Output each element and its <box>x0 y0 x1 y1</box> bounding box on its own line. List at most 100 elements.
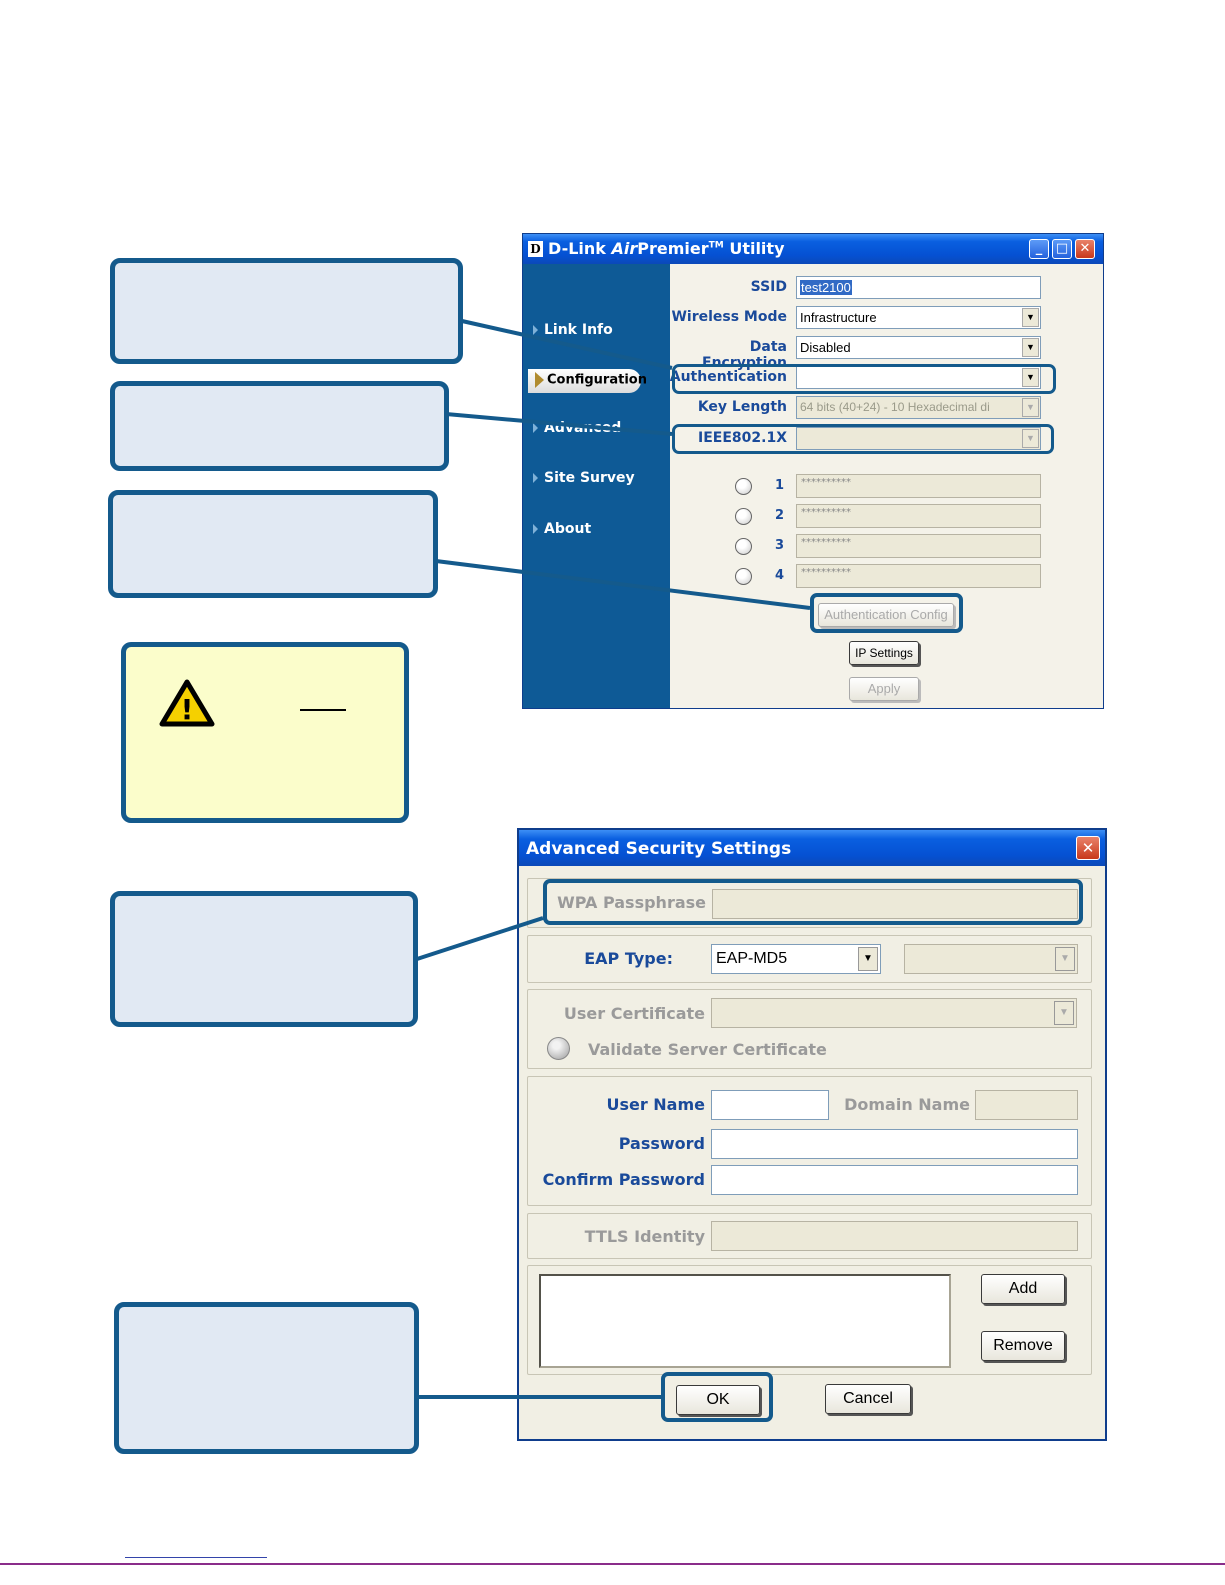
callout-ieee8021x <box>110 381 449 471</box>
key-number: 1 <box>775 478 785 493</box>
wireless-mode-label: Wireless Mode <box>671 309 787 325</box>
ttls-identity-input[interactable] <box>711 1221 1078 1251</box>
advsec-close-button[interactable]: ✕ <box>1076 836 1100 860</box>
nav-about[interactable]: About <box>533 521 591 537</box>
nav-arrow-icon <box>533 423 538 433</box>
key-field-3[interactable]: ********** <box>796 534 1041 558</box>
nav-arrow-icon <box>533 325 538 335</box>
certificate-listbox[interactable] <box>539 1274 951 1368</box>
advsec-title-bar[interactable]: Advanced Security Settings ✕ <box>519 830 1105 866</box>
callout-ok <box>114 1302 419 1454</box>
dropdown-arrow-icon: ▼ <box>1055 947 1075 971</box>
dropdown-arrow-icon: ▼ <box>1022 338 1039 357</box>
warning-box: ! <box>121 642 409 823</box>
remove-button[interactable]: Remove <box>981 1331 1065 1361</box>
key-number: 3 <box>775 538 785 553</box>
certificate-group: User Certificate ▼ Validate Server Certi… <box>527 989 1092 1069</box>
validate-server-certificate-label: Validate Server Certificate <box>588 1040 827 1059</box>
credentials-group: User Name Domain Name Password Confirm P… <box>527 1076 1092 1206</box>
ssid-label: SSID <box>750 279 787 295</box>
data-encryption-label: Data Encryption <box>702 339 787 371</box>
footer-underline <box>125 1557 267 1558</box>
cancel-button[interactable]: Cancel <box>825 1384 911 1414</box>
key-radio-4[interactable] <box>735 568 752 585</box>
highlight-authentication <box>672 364 1056 394</box>
dropdown-arrow-icon: ▼ <box>858 947 878 971</box>
ip-settings-button[interactable]: IP Settings <box>849 641 919 665</box>
key-radio-3[interactable] <box>735 538 752 555</box>
dropdown-arrow-icon: ▼ <box>1022 398 1039 417</box>
user-certificate-select[interactable]: ▼ <box>711 998 1077 1028</box>
dropdown-arrow-icon: ▼ <box>1022 368 1039 387</box>
nav-configuration[interactable]: Configuration <box>528 369 647 393</box>
ssid-input[interactable]: test2100 <box>796 276 1041 299</box>
ieee8021x-label: IEEE802.1X <box>698 430 787 446</box>
add-button[interactable]: Add <box>981 1274 1065 1304</box>
callout-wpa-passphrase <box>110 891 418 1027</box>
eap-type-select[interactable]: EAP-MD5▼ <box>711 944 881 974</box>
confirm-password-input[interactable] <box>711 1165 1078 1195</box>
key-field-2[interactable]: ********** <box>796 504 1041 528</box>
eap-type-label: EAP Type: <box>584 949 673 968</box>
dlink-logo: D <box>528 241 543 257</box>
wireless-mode-select[interactable]: Infrastructure▼ <box>796 306 1041 329</box>
confirm-password-label: Confirm Password <box>542 1170 705 1189</box>
callout-authentication <box>110 258 463 364</box>
maximize-button[interactable]: □ <box>1052 239 1072 259</box>
key-radio-2[interactable] <box>735 508 752 525</box>
user-certificate-label: User Certificate <box>563 1004 705 1023</box>
utility-title-bar[interactable]: D D-Link AirPremierTM Utility _ □ ✕ <box>523 234 1103 264</box>
key-number: 4 <box>775 568 785 583</box>
utility-config-panel: SSID test2100 Wireless Mode Infrastructu… <box>670 264 1103 708</box>
eap-subtype-select[interactable]: ▼ <box>904 944 1078 974</box>
list-group: Add Remove <box>527 1265 1092 1375</box>
highlight-wpa-passphrase <box>543 879 1083 925</box>
key-length-select[interactable]: 64 bits (40+24) - 10 Hexadecimal di▼ <box>796 396 1041 419</box>
apply-button[interactable]: Apply <box>849 677 919 701</box>
eap-group: EAP Type: EAP-MD5▼ ▼ <box>527 935 1092 983</box>
authentication-config-button[interactable]: Authentication Config <box>818 603 954 627</box>
svg-text:!: ! <box>181 693 194 726</box>
nav-advanced[interactable]: Advanced <box>533 420 621 436</box>
advanced-security-settings-dialog: Advanced Security Settings ✕ WPA Passphr… <box>517 828 1107 1441</box>
utility-sidebar: Link Info Configuration Advanced Site Su… <box>523 264 670 708</box>
highlight-auth-config-button <box>810 593 963 633</box>
callout-auth-config <box>108 490 438 598</box>
nav-arrow-icon <box>533 473 538 483</box>
highlight-ieee8021x <box>672 424 1054 454</box>
ttls-identity-label: TTLS Identity <box>584 1227 705 1246</box>
password-input[interactable] <box>711 1129 1078 1159</box>
utility-close-button[interactable]: ✕ <box>1075 239 1095 259</box>
key-number: 2 <box>775 508 785 523</box>
key-length-label: Key Length <box>697 399 787 415</box>
nav-arrow-icon <box>533 524 538 534</box>
dropdown-arrow-icon: ▼ <box>1022 429 1039 448</box>
active-arrow-icon <box>535 372 544 388</box>
utility-title: D-Link AirPremierTM Utility <box>548 239 785 258</box>
highlight-ok-button <box>661 1372 773 1422</box>
warning-icon: ! <box>159 679 215 727</box>
ieee8021x-select[interactable]: ▼ <box>796 427 1041 450</box>
footer-rule <box>0 1563 1225 1565</box>
password-label: Password <box>618 1134 705 1153</box>
minimize-button[interactable]: _ <box>1029 239 1049 259</box>
dropdown-arrow-icon: ▼ <box>1022 308 1039 327</box>
nav-site-survey[interactable]: Site Survey <box>533 470 635 486</box>
user-name-input[interactable] <box>711 1090 829 1120</box>
airpremier-utility-window: D D-Link AirPremierTM Utility _ □ ✕ Link… <box>522 233 1104 709</box>
wpa-passphrase-input[interactable] <box>712 889 1078 919</box>
user-name-label: User Name <box>606 1095 705 1114</box>
wpa-passphrase-label: WPA Passphrase <box>557 893 706 912</box>
domain-name-input[interactable] <box>975 1090 1078 1120</box>
key-field-1[interactable]: ********** <box>796 474 1041 498</box>
nav-link-info[interactable]: Link Info <box>533 322 613 338</box>
data-encryption-select[interactable]: Disabled▼ <box>796 336 1041 359</box>
authentication-label: Authentication <box>669 369 787 385</box>
advsec-title: Advanced Security Settings <box>526 839 792 859</box>
validate-server-certificate-checkbox[interactable] <box>547 1037 570 1060</box>
domain-name-label: Domain Name <box>844 1095 970 1114</box>
ok-button[interactable]: OK <box>676 1385 760 1415</box>
ttls-group: TTLS Identity <box>527 1213 1092 1259</box>
key-field-4[interactable]: ********** <box>796 564 1041 588</box>
key-radio-1[interactable] <box>735 478 752 495</box>
